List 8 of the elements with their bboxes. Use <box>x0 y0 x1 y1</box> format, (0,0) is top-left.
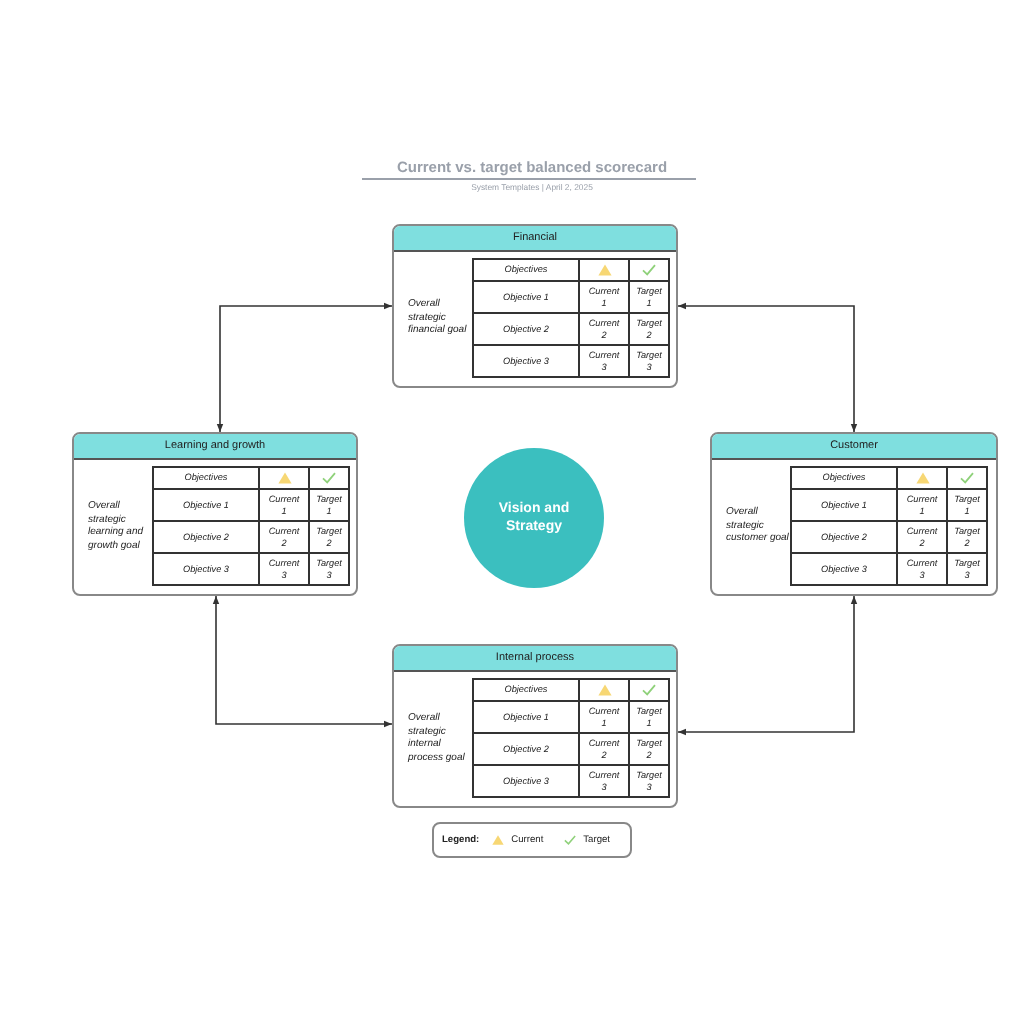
scorecard-card <box>710 432 998 596</box>
scorecard-card <box>72 432 358 596</box>
connector-arrow <box>216 302 393 433</box>
connector-arrow <box>677 302 858 433</box>
connector-arrow <box>677 595 858 736</box>
connector-arrow <box>212 595 393 728</box>
scorecard-card <box>392 224 678 388</box>
scorecard-card <box>392 644 678 808</box>
